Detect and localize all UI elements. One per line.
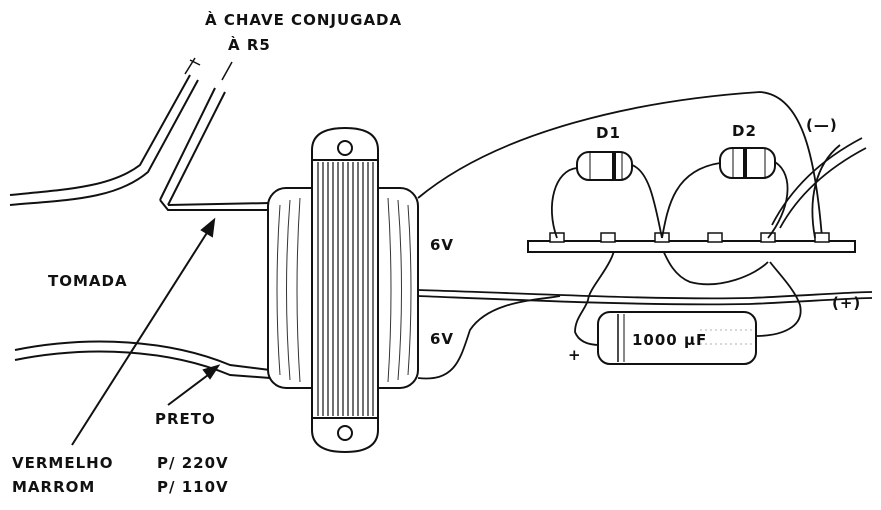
- d2-label: D2: [732, 122, 757, 140]
- bottom-mounting-hole: [337, 425, 353, 441]
- vermelho-label: VERMELHO: [12, 454, 113, 472]
- d1-label: D1: [596, 124, 621, 142]
- diode-d1: [550, 151, 663, 239]
- p110-label: P/ 110V: [157, 478, 229, 496]
- chave-conjugada-label: À CHAVE CONJUGADA: [205, 10, 402, 29]
- terminal-strip-board: [527, 240, 856, 253]
- tomada-label: TOMADA: [48, 272, 128, 290]
- terminal-strip: [527, 232, 856, 253]
- negative-output-wires: [771, 137, 867, 239]
- preto-pointer-arrow: [167, 364, 221, 406]
- preto-label: PRETO: [155, 410, 216, 428]
- negative-terminal-label: (—): [806, 116, 838, 134]
- mains-upper-cord: [9, 57, 201, 206]
- terminal-lug-4: [707, 232, 723, 243]
- marrom-label: MARROM: [12, 478, 95, 496]
- 6v-top-label: 6V: [430, 236, 454, 254]
- r5-label: À R5: [228, 35, 271, 54]
- winding-hatching: [276, 197, 412, 383]
- mains-second-conductor: [159, 61, 271, 211]
- positive-terminal-label: (+): [832, 294, 861, 312]
- diode-d2: [661, 147, 789, 239]
- capacitor-1000uf: [597, 311, 757, 365]
- core-laminations: [317, 162, 374, 416]
- capacitor-plus-sign: +: [568, 346, 582, 364]
- vermelho-pointer-arrow: [71, 217, 216, 446]
- capacitor-value-label: 1000 µF: [632, 331, 707, 349]
- terminal-lug-2: [600, 232, 616, 243]
- transformer: [267, 126, 419, 454]
- p220-label: P/ 220V: [157, 454, 229, 472]
- terminal-lug-6: [814, 232, 830, 243]
- top-mounting-hole: [337, 140, 353, 156]
- mains-lower-cord: [14, 340, 271, 379]
- 6v-bottom-label: 6V: [430, 330, 454, 348]
- secondary-wires: [417, 91, 873, 380]
